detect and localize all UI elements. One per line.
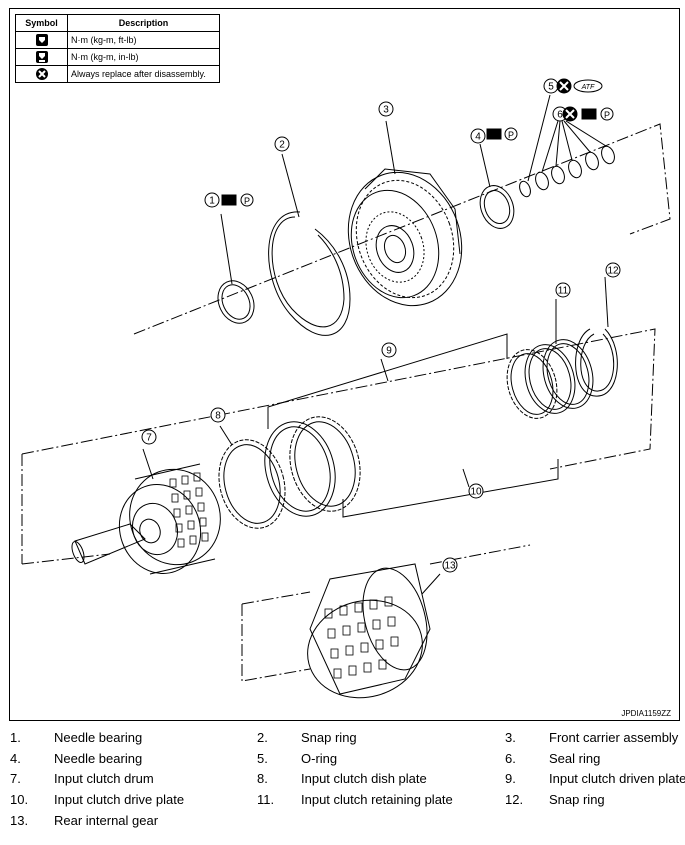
- callout-4: 4: [470, 128, 486, 144]
- p-icon: [504, 127, 518, 141]
- callout-2: 2: [274, 136, 290, 152]
- legend-description-2: N·m (kg-m, in-lb): [67, 48, 220, 66]
- legend-description-1: N·m (kg-m, ft-lb): [67, 31, 220, 49]
- part-number: 4.: [10, 751, 21, 766]
- legend-symbol-3: [15, 65, 68, 83]
- torque-wrench-icon: [35, 34, 48, 46]
- tool-icon: [221, 194, 237, 206]
- part-number: 8.: [257, 771, 268, 786]
- input-clutch-plates-9-10: [264, 333, 594, 518]
- part-name: Snap ring: [549, 792, 605, 807]
- callout-8: 8: [210, 407, 226, 423]
- tool-icon: [581, 108, 597, 120]
- part-number: 9.: [505, 771, 516, 786]
- svg-text:P: P: [508, 130, 514, 140]
- callout-number: 8: [215, 411, 221, 422]
- part-name: Needle bearing: [54, 751, 143, 766]
- input-clutch-drum-7: [71, 448, 221, 575]
- atf-icon: [573, 79, 603, 93]
- section-outline-3: [241, 604, 311, 682]
- symbol-legend-table: Symbol Description N·m (kg-m, ft-lb) N·m…: [15, 14, 220, 83]
- callout-number: 1: [209, 196, 215, 207]
- part-number: 6.: [505, 751, 516, 766]
- legend-header-symbol: Symbol: [15, 14, 68, 32]
- part-name: Rear internal gear: [54, 813, 159, 828]
- legend-symbol-2: [15, 48, 68, 66]
- part-name: Snap ring: [301, 730, 357, 745]
- callout-11: 11: [555, 282, 571, 298]
- section-outline-2: [21, 328, 656, 470]
- part-name: O-ring: [301, 751, 338, 766]
- part-name: Seal ring: [549, 751, 601, 766]
- callout-number: 4: [475, 132, 481, 143]
- part-number: 1.: [10, 730, 21, 745]
- figure-id: JPDIA1159ZZ: [621, 709, 671, 718]
- part-number: 7.: [10, 771, 21, 786]
- svg-text:P: P: [244, 196, 250, 206]
- p-icon: [240, 193, 254, 207]
- replace-x-icon: [35, 68, 48, 80]
- callout-13: 13: [442, 557, 458, 573]
- part-number: 13.: [10, 813, 29, 828]
- part-name: Input clutch dish plate: [301, 771, 427, 786]
- callout-7: 7: [141, 429, 157, 445]
- part-name: Input clutch drum: [54, 771, 154, 786]
- part-name: Input clutch driven plate: [549, 771, 685, 786]
- tool-icon: [486, 128, 502, 140]
- needle-bearing-1: [217, 213, 255, 324]
- callout-number: 11: [558, 286, 569, 297]
- front-carrier-assembly-3: [347, 120, 463, 307]
- callout-number: 13: [444, 561, 456, 572]
- symbol-group: P P ATF P: [221, 78, 614, 207]
- part-name: Input clutch drive plate: [54, 792, 185, 807]
- part-number: 11.: [257, 792, 275, 807]
- part-number: 2.: [257, 730, 268, 745]
- input-clutch-dish-plate-8: [218, 425, 286, 529]
- needle-bearing-4: [479, 143, 515, 229]
- o-ring-5: [519, 94, 551, 198]
- torque-wrench-small-icon: [35, 51, 48, 63]
- part-name: Front carrier assembly: [549, 730, 679, 745]
- callout-10: 10: [468, 483, 484, 499]
- callout-9: 9: [381, 342, 397, 358]
- rear-internal-gear-13: [307, 563, 441, 699]
- legend-symbol-1: [15, 31, 68, 49]
- svg-text:P: P: [604, 110, 610, 120]
- part-number: 12.: [505, 792, 524, 807]
- part-name: Input clutch retaining plate: [301, 792, 453, 807]
- p-icon: [600, 107, 614, 121]
- callout-1: 1: [204, 192, 220, 208]
- seal-rings-6: [535, 120, 615, 191]
- callout-number: 10: [470, 487, 482, 498]
- snap-ring-12: [575, 276, 618, 397]
- callout-12: 12: [605, 262, 621, 278]
- legend-description-3: Always replace after disassembly.: [67, 65, 220, 83]
- callout-number: 3: [383, 105, 389, 116]
- svg-text:ATF: ATF: [581, 84, 595, 91]
- callout-number: 2: [279, 140, 285, 151]
- callout-number: 12: [607, 266, 619, 277]
- callout-number: 5: [548, 82, 554, 93]
- callout-5: 5: [543, 78, 559, 94]
- snap-ring-2: [268, 153, 351, 336]
- callout-number: 7: [146, 433, 152, 444]
- part-number: 3.: [505, 730, 516, 745]
- section-outline-1: [133, 123, 671, 335]
- part-number: 10.: [10, 792, 29, 807]
- callout-number: 9: [386, 346, 392, 357]
- legend-header-description: Description: [67, 14, 220, 32]
- part-name: Needle bearing: [54, 730, 143, 745]
- callout-3: 3: [378, 101, 394, 117]
- part-number: 5.: [257, 751, 268, 766]
- callout-number: 6: [557, 110, 563, 121]
